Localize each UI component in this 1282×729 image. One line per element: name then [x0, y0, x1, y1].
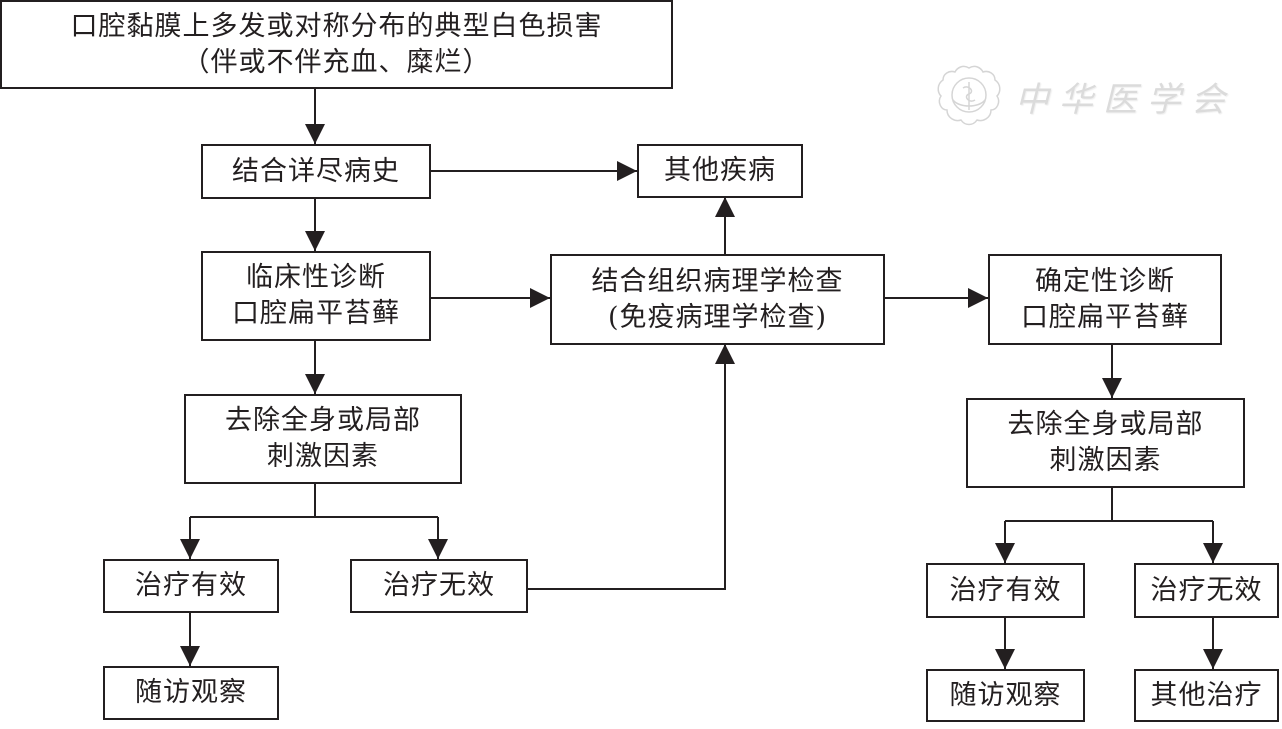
node-remove-factors-right-line-1: 去除全身或局部	[1007, 409, 1204, 440]
node-start-line-2: （伴或不伴充血、糜烂）	[182, 46, 491, 78]
edge-ineffective-left-to-pathology	[527, 344, 735, 590]
node-pathology-line-1: 结合组织病理学检查	[591, 265, 844, 297]
node-clinical-dx: 临床性诊断 口腔扁平苔藓	[201, 251, 431, 341]
node-followup-right: 随访观察	[926, 669, 1085, 722]
node-definitive-dx: 确定性诊断 口腔扁平苔藓	[988, 254, 1222, 345]
node-ineffective-right-label: 治疗无效	[1150, 574, 1263, 606]
node-followup-right-label: 随访观察	[949, 679, 1062, 711]
node-remove-factors-right: 去除全身或局部 刺激因素	[966, 398, 1245, 488]
node-other-treatment-label: 其他治疗	[1150, 679, 1263, 711]
node-effective-right-label: 治疗有效	[949, 574, 1062, 606]
node-remove-factors-right-line-2: 刺激因素	[1049, 445, 1162, 476]
node-effective-right: 治疗有效	[926, 563, 1085, 618]
node-pathology: 结合组织病理学检查 (免疫病理学检查)	[550, 254, 885, 345]
node-remove-factors-left: 去除全身或局部 刺激因素	[184, 394, 462, 484]
node-start-line-1: 口腔黏膜上多发或对称分布的典型白色损害	[70, 10, 603, 42]
node-remove-factors-left-line-2: 刺激因素	[267, 441, 379, 472]
node-clinical-dx-line-2: 口腔扁平苔藓	[232, 298, 400, 329]
node-other-disease-label: 其他疾病	[664, 155, 776, 186]
node-ineffective-right: 治疗无效	[1134, 563, 1279, 618]
node-effective-left-label: 治疗有效	[135, 570, 247, 601]
node-clinical-dx-line-1: 临床性诊断	[246, 262, 386, 293]
node-ineffective-left: 治疗无效	[350, 559, 528, 613]
edge-remove-right-trunk	[1005, 487, 1213, 522]
node-remove-factors-left-line-1: 去除全身或局部	[225, 405, 421, 436]
node-other-treatment: 其他治疗	[1134, 669, 1279, 722]
node-definitive-dx-line-2: 口腔扁平苔藓	[1021, 301, 1189, 333]
node-ineffective-left-label: 治疗无效	[383, 570, 495, 601]
edge-remove-left-trunk	[190, 483, 438, 518]
node-effective-left: 治疗有效	[103, 559, 279, 613]
node-history-label: 结合详尽病史	[232, 155, 400, 187]
node-history: 结合详尽病史	[201, 144, 431, 199]
node-definitive-dx-line-1: 确定性诊断	[1035, 265, 1175, 297]
node-pathology-line-2: (免疫病理学检查)	[607, 301, 828, 333]
node-followup-left-label: 随访观察	[135, 677, 247, 708]
node-other-disease: 其他疾病	[637, 144, 803, 198]
node-start: 口腔黏膜上多发或对称分布的典型白色损害 （伴或不伴充血、糜烂）	[0, 0, 673, 89]
node-followup-left: 随访观察	[103, 666, 279, 720]
